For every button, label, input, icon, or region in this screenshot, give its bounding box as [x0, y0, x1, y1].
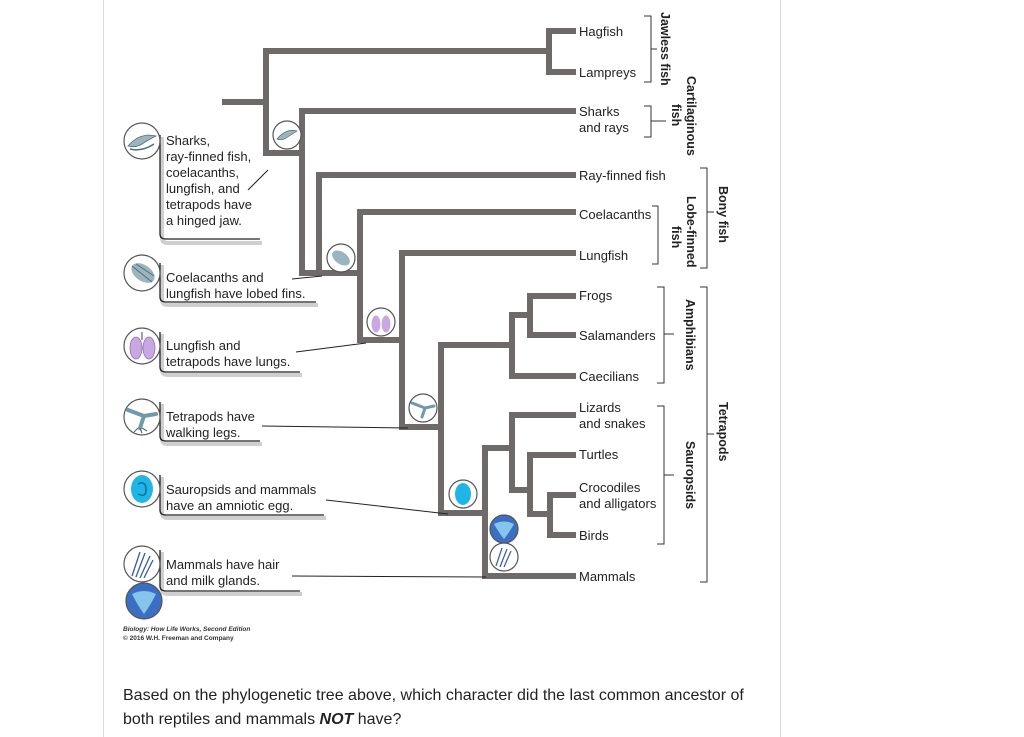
group-cartilaginous-line1: Cartilaginous	[684, 76, 698, 156]
tree-branches	[222, 28, 576, 579]
taxon-birds: Birds	[579, 528, 609, 543]
group-jawless-fish: Jawless fish	[658, 12, 672, 86]
taxon-crocodiles-line2: and alligators	[579, 496, 657, 511]
node-walking-leg-icon	[408, 393, 438, 423]
callout-lobed-line2: lungfish have lobed fins.	[166, 286, 305, 301]
callout-hinged-jaw: Sharks, ray-finned fish, coelacanths, lu…	[159, 133, 269, 245]
taxon-salamanders: Salamanders	[579, 328, 656, 343]
callout-hair-line2: and milk glands.	[166, 573, 260, 588]
taxon-coelacanths: Coelacanths	[579, 207, 652, 222]
taxon-sharks-line2: and rays	[579, 120, 629, 135]
bracket-amphibians	[657, 286, 674, 384]
callout-lungs-line1: Lungfish and	[166, 338, 240, 353]
taxon-lungfish: Lungfish	[579, 248, 628, 263]
right-frame-border	[780, 0, 781, 737]
group-lobe-finned-line2: fish	[669, 226, 683, 248]
callout-egg-line2: have an amniotic egg.	[166, 498, 293, 513]
jaw-icon	[123, 122, 161, 160]
bracket-bony-fish	[700, 167, 714, 269]
node-jaw-icon	[272, 120, 302, 150]
callout-amniotic-egg: Sauropsids and mammals have an amniotic …	[159, 475, 449, 520]
character-callouts: Sharks, ray-finned fish, coelacanths, lu…	[159, 133, 487, 596]
bracket-sauropsids	[657, 405, 674, 545]
group-amphibians: Amphibians	[683, 299, 697, 371]
question-emphasis: NOT	[319, 711, 354, 728]
taxon-turtles: Turtles	[579, 447, 619, 462]
question-text: Based on the phylogenetic tree above, wh…	[123, 684, 773, 732]
hair-icon	[123, 545, 161, 583]
question-part2: have?	[353, 711, 402, 728]
node-lobed-fin-icon	[326, 243, 356, 273]
callout-lungs: Lungfish and tetrapods have lungs.	[159, 332, 367, 377]
taxon-lizards-line1: Lizards	[579, 400, 621, 415]
node-amniotic-egg-icon	[448, 479, 478, 509]
credit-line1: Biology: How Life Works, Second Edition	[123, 626, 250, 633]
amniotic-egg-icon	[123, 470, 161, 508]
taxon-frogs: Frogs	[579, 288, 613, 303]
taxon-lizards-line2: and snakes	[579, 416, 646, 431]
callout-jaw-line1: Sharks,	[166, 133, 210, 148]
left-frame-border	[103, 0, 104, 737]
bracket-tetrapods	[700, 286, 714, 583]
taxon-mammals: Mammals	[579, 569, 636, 584]
callout-jaw-line3: coelacanths,	[166, 165, 239, 180]
group-lobe-finned-line1: Lobe-finned	[684, 196, 698, 268]
node-markers	[272, 120, 519, 572]
taxon-sharks-line1: Sharks	[579, 104, 620, 119]
figure-credit: Biology: How Life Works, Second Edition …	[123, 626, 250, 642]
taxon-crocodiles-line1: Crocodiles	[579, 480, 641, 495]
bracket-lobe-finned	[652, 205, 659, 265]
group-bony-fish: Bony fish	[716, 186, 730, 243]
taxon-ray-finned-fish: Ray-finned fish	[579, 168, 666, 183]
callout-jaw-line4: lungfish, and	[166, 181, 240, 196]
bracket-cartilaginous	[644, 105, 666, 138]
group-tetrapods: Tetrapods	[716, 402, 730, 462]
callout-icons	[123, 122, 163, 620]
callout-lobed-fins: Coelacanths and lungfish have lobed fins…	[159, 263, 323, 307]
lobed-fin-icon	[123, 254, 161, 292]
callout-hair-line1: Mammals have hair	[166, 557, 280, 572]
question-part1: Based on the phylogenetic tree above, wh…	[123, 687, 744, 728]
callout-legs-line1: Tetrapods have	[166, 409, 255, 424]
node-lungs-icon	[366, 307, 396, 337]
bracket-jawless	[644, 15, 657, 83]
group-brackets	[644, 15, 714, 583]
group-sauropsids: Sauropsids	[683, 441, 697, 509]
node-milk-gland-icon	[489, 514, 519, 544]
callout-egg-line1: Sauropsids and mammals	[166, 482, 317, 497]
callout-lungs-line2: tetrapods have lungs.	[166, 354, 290, 369]
callout-lobed-line1: Coelacanths and	[166, 270, 264, 285]
callout-walking-legs: Tetrapods have walking legs.	[159, 402, 409, 446]
callout-hair-milk: Mammals have hair and milk glands.	[159, 550, 487, 596]
walking-leg-icon	[123, 398, 161, 436]
lungs-icon	[123, 327, 161, 365]
credit-line2: © 2016 W.H. Freeman and Company	[123, 634, 234, 642]
group-labels: Jawless fish Cartilaginous fish Lobe-fin…	[658, 12, 730, 509]
taxon-caecilians: Caecilians	[579, 369, 639, 384]
taxon-hagfish: Hagfish	[579, 24, 623, 39]
callout-jaw-line5: tetrapods have	[166, 197, 252, 212]
callout-jaw-line6: a hinged jaw.	[166, 213, 242, 228]
node-hair-icon	[489, 542, 519, 572]
taxon-lampreys: Lampreys	[579, 65, 637, 80]
callout-legs-line2: walking legs.	[165, 425, 240, 440]
callout-jaw-line2: ray-finned fish,	[166, 149, 251, 164]
taxon-labels: Hagfish Lampreys Sharks and rays Ray-fin…	[579, 24, 666, 584]
milk-gland-icon	[125, 582, 163, 620]
group-cartilaginous-line2: fish	[669, 104, 683, 126]
